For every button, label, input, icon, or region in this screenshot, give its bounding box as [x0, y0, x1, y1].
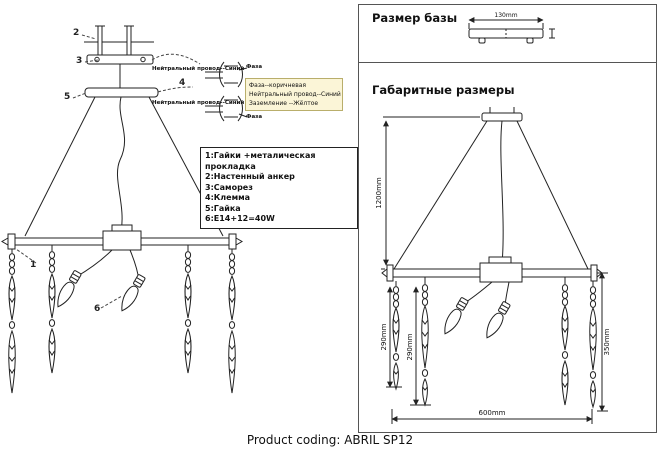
- legend-item: 5:Гайка: [205, 203, 241, 213]
- mid-drop-dimension-label: 290mm: [406, 333, 414, 360]
- center-cable: [500, 120, 504, 265]
- neutral-wire-label-top: Нейтральный провод--Синий: [152, 66, 245, 72]
- overall-dimensions-section: Габаритные размеры: [359, 63, 656, 431]
- candle-lamp: [52, 268, 84, 311]
- dimension-width-600: [391, 409, 593, 424]
- dimensions-panel: Размер базы 130mm Габаритные разм: [358, 4, 657, 433]
- suspension-wires: [393, 120, 589, 270]
- overall-dimensions-title: Габаритные размеры: [372, 83, 515, 97]
- base-size-section: Размер базы 130mm: [359, 5, 656, 63]
- callout-2: 2: [73, 28, 80, 38]
- callout-leader-lines: [15, 34, 201, 309]
- crystal-strand: [421, 277, 429, 406]
- candle-lamp: [116, 272, 148, 315]
- candle-arms: [75, 249, 140, 282]
- callout-4: 4: [179, 78, 186, 88]
- dimension-height-1200: [381, 116, 480, 270]
- callout-1: 1: [30, 260, 37, 270]
- base-width-dimension: 130mm: [494, 12, 517, 19]
- crystal-strand: [8, 249, 16, 394]
- canopy-drawing: [481, 107, 523, 122]
- terminal-block-drawing: [205, 61, 248, 122]
- legend-item: 4:Клемма: [205, 193, 251, 202]
- legend-item: 6:E14+12=40W: [205, 214, 275, 223]
- callout-6: 6: [94, 304, 101, 314]
- mounting-plate-drawing: [86, 54, 154, 65]
- dimension-drop-mid-290: [410, 286, 431, 406]
- wire-color-key-line: Заземление --Жёлтое: [249, 100, 319, 107]
- neutral-wire-label-bottom: Нейтральный провод--Синий: [152, 100, 245, 106]
- ceiling-anchor-drawing: [84, 25, 154, 56]
- frame-bar-drawing: [381, 256, 603, 283]
- product-coding-caption: Product coding: ABRIL SP12: [246, 433, 414, 447]
- left-drop-dimension-label: 290mm: [380, 323, 388, 350]
- crystal-strand: [184, 245, 192, 374]
- crystal-strand: [589, 281, 597, 408]
- width-dimension-label: 600mm: [479, 409, 506, 417]
- crystal-strand: [48, 245, 56, 374]
- suspension-wires: [24, 96, 224, 237]
- canopy-drawing: [84, 64, 159, 98]
- frame-bar-drawing: [1, 224, 243, 251]
- center-cable: [116, 96, 125, 233]
- installation-drawing: [1, 25, 248, 394]
- callout-3: 3: [76, 56, 83, 66]
- crystal-strand: [228, 249, 236, 394]
- candle-lamp: [439, 295, 471, 338]
- legend-item: 3:Саморез: [205, 182, 253, 192]
- crystal-strand: [561, 277, 569, 406]
- phase-wire-label-top: Фаза: [246, 64, 263, 70]
- wire-color-key-line: Фаза--коричневая: [249, 82, 307, 89]
- legend-item: 2:Настенный анкер: [205, 172, 295, 181]
- parts-legend: 1:Гайки +металическая прокладка 2:Настен…: [200, 147, 358, 229]
- overall-dimensions-drawing: 1200mm 290mm 290mm 350mm 600mm: [375, 107, 611, 424]
- legend-item: 1:Гайки +металическая прокладка: [205, 151, 316, 171]
- base-size-title: Размер базы: [372, 11, 458, 25]
- wire-color-key-line: Нейтральный провод--Синий: [249, 91, 341, 98]
- base-size-drawing: 130mm: [468, 12, 555, 44]
- wire-color-key: Фаза--коричневая Нейтральный провод--Син…: [245, 78, 343, 111]
- height-dimension-label: 1200mm: [375, 177, 383, 209]
- candle-lamp: [481, 299, 513, 342]
- right-drop-dimension-label: 350mm: [603, 328, 611, 355]
- callout-5: 5: [64, 92, 71, 102]
- dimension-drop-right-350: [597, 272, 608, 412]
- phase-wire-label-bottom: Фаза: [246, 114, 263, 120]
- dimension-drop-left-290: [386, 286, 402, 388]
- crystal-strand: [392, 281, 400, 390]
